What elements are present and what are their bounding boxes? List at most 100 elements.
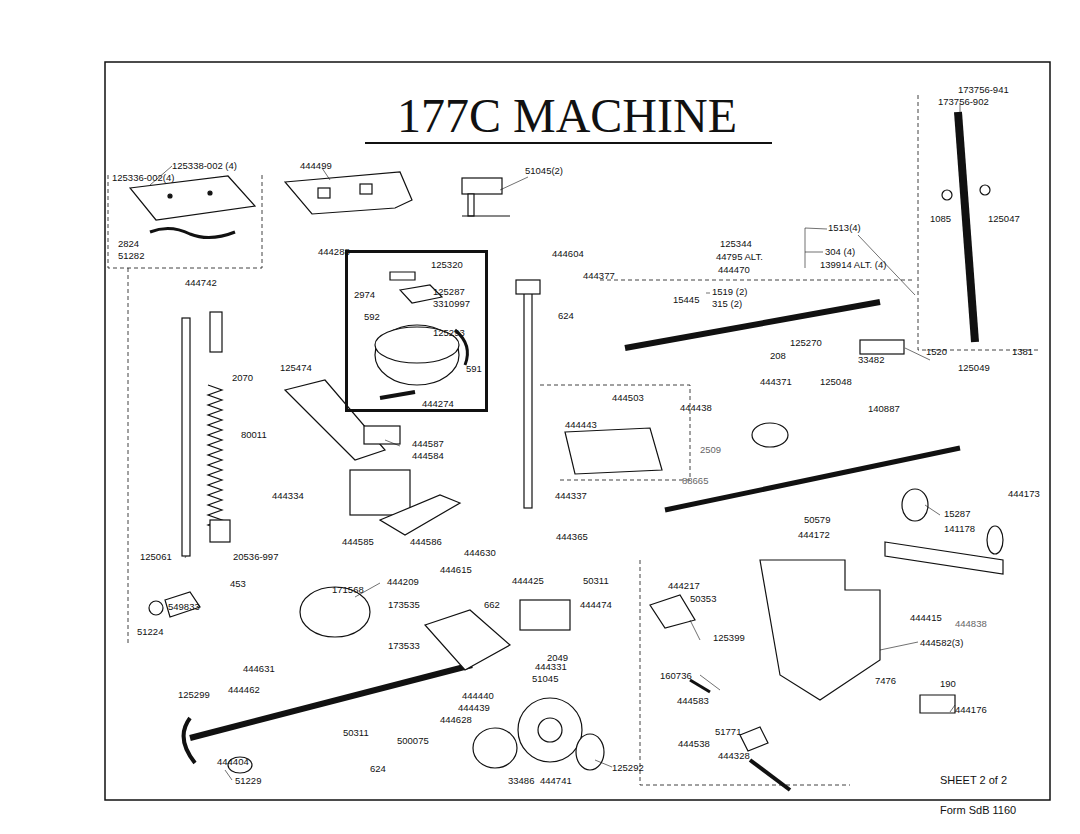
callout-number: 51229: [235, 775, 261, 786]
callout-number: 190: [940, 678, 956, 689]
callout-number: 125299: [178, 689, 210, 700]
callout-number: 125292: [612, 762, 644, 773]
callout-number: 125061: [140, 551, 172, 562]
callout-number: 444462: [228, 684, 260, 695]
callout-number: 7476: [875, 675, 896, 686]
callout-number: 444470: [718, 264, 750, 275]
callout-number: 140887: [868, 403, 900, 414]
callout-number: 444474: [580, 599, 612, 610]
callout-number: 444585: [342, 536, 374, 547]
callout-number: 1513(4): [828, 222, 861, 233]
callout-number: 125047: [988, 213, 1020, 224]
callout-number: 173533: [388, 640, 420, 651]
callout-number: 160736: [660, 670, 692, 681]
callout-number: 33486: [508, 775, 534, 786]
callout-number: 1520: [926, 346, 947, 357]
callout-number: 444334: [272, 490, 304, 501]
callout-number: 444630: [464, 547, 496, 558]
callout-number: 444438: [680, 402, 712, 413]
callout-number: 51282: [118, 250, 144, 261]
callout-number: 139914 ALT. (4): [820, 259, 886, 270]
callout-number: 444331: [535, 661, 567, 672]
callout-number: 444172: [798, 529, 830, 540]
callout-number: 444288: [318, 246, 350, 257]
callout-number: 444615: [440, 564, 472, 575]
callout-number: 444586: [410, 536, 442, 547]
callout-number: 444838: [955, 618, 987, 629]
callout-number: 444742: [185, 277, 217, 288]
callout-number: 125049: [958, 362, 990, 373]
callout-number: 444176: [955, 704, 987, 715]
callout-number: 125270: [790, 337, 822, 348]
callout-number: 51771: [715, 726, 741, 737]
callout-number: 173756-941: [958, 84, 1009, 95]
callout-number: 125474: [280, 362, 312, 373]
callout-number: 444365: [556, 531, 588, 542]
callout-number: 173756-902: [938, 96, 989, 107]
callout-number: 444584: [412, 450, 444, 461]
callout-number: 444274: [422, 398, 454, 409]
callout-number: 50353: [690, 593, 716, 604]
callout-number: 2824: [118, 238, 139, 249]
callout-number: 444499: [300, 160, 332, 171]
callout-number: 444377: [583, 270, 615, 281]
callout-number: 125344: [720, 238, 752, 249]
callout-number: 2974: [354, 289, 375, 300]
inset-box: 125320 2974 1252873310997 592 125293 591 44427…: [345, 250, 488, 412]
callout-number: 33482: [858, 354, 884, 365]
callout-number: 3310997: [433, 298, 470, 309]
callout-number: 80011: [241, 429, 267, 440]
callout-number: 591: [466, 363, 482, 374]
callout-number: 444209: [387, 576, 419, 587]
callout-number: 1519 (2): [712, 286, 747, 297]
callout-number: 444371: [760, 376, 792, 387]
callout-number: 2070: [232, 372, 253, 383]
callout-number: 444440: [462, 690, 494, 701]
callout-number: 444425: [512, 575, 544, 586]
diagram-title: 177C MACHINE: [397, 90, 737, 142]
callout-number: 453: [230, 578, 246, 589]
callout-number: 125336-002(4): [112, 172, 174, 183]
callout-number: 624: [558, 310, 574, 321]
callout-number: 444538: [678, 738, 710, 749]
callout-number: 500075: [397, 735, 429, 746]
callout-number: 444587: [412, 438, 444, 449]
callout-number: 50311: [343, 727, 369, 738]
callout-number: 444173: [1008, 488, 1040, 499]
callout-number: 444337: [555, 490, 587, 501]
callout-number: 20536-997: [233, 551, 278, 562]
callout-number: 444604: [552, 248, 584, 259]
callout-number: 125293: [433, 327, 465, 338]
callout-number: 444583: [677, 695, 709, 706]
callout-number: 171568: [332, 584, 364, 595]
callout-number: 1381: [1012, 346, 1033, 357]
callout-number: 50311: [583, 575, 609, 586]
callout-number: 51224: [137, 626, 163, 637]
callout-number: 444404: [217, 756, 249, 767]
callout-number: 125048: [820, 376, 852, 387]
callout-number: 444582(3): [920, 637, 963, 648]
sheet-note: SHEET 2 of 2: [940, 775, 1007, 786]
callout-number: 51045(2): [525, 165, 563, 176]
callout-number: 444503: [612, 392, 644, 403]
callout-number: 444217: [668, 580, 700, 591]
callout-number: 208: [770, 350, 786, 361]
callout-number: 141178: [944, 523, 975, 534]
callout-number: 592: [364, 311, 380, 322]
callout-number: 444741: [540, 775, 572, 786]
sheet-note: Form SdB 1160: [940, 805, 1016, 816]
callout-number: 1085: [930, 213, 951, 224]
callout-number: 444415: [910, 612, 942, 623]
callout-number: 444631: [243, 663, 275, 674]
callout-number: 549833: [168, 601, 200, 612]
callout-number: 662: [484, 599, 500, 610]
callout-number: 125320: [431, 259, 463, 270]
callout-number: 444439: [458, 702, 490, 713]
callout-number: 444443: [565, 419, 597, 430]
callout-number: 125287: [433, 286, 465, 297]
callout-number: 444328: [718, 750, 750, 761]
callout-number: 173535: [388, 599, 420, 610]
callout-number: 304 (4): [825, 246, 855, 257]
callout-number: 315 (2): [712, 298, 742, 309]
callout-number: 125338-002 (4): [172, 160, 237, 171]
